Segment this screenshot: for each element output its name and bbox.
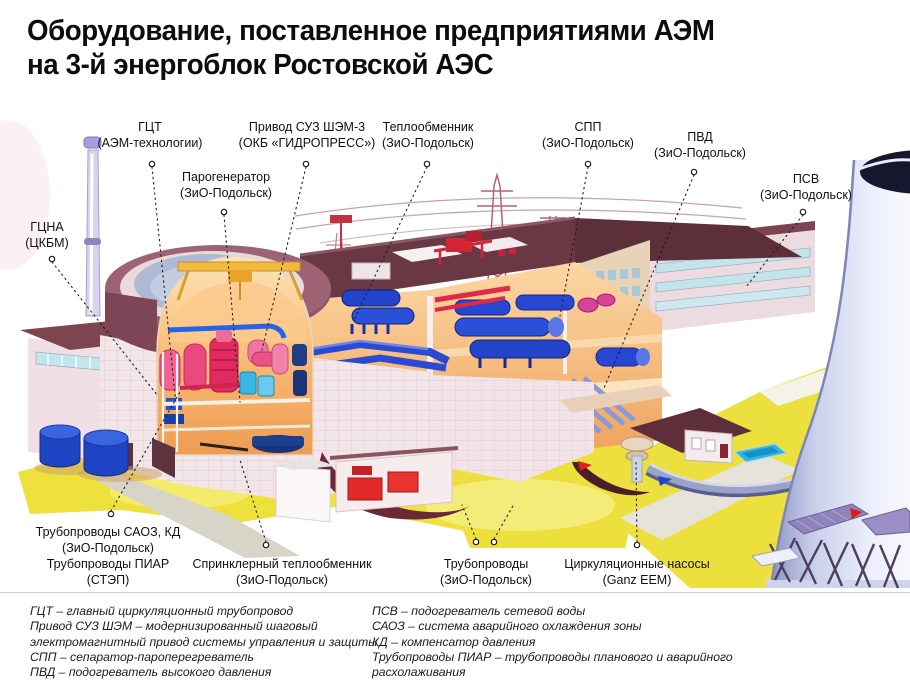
callout-spp: СПП (ЗиО-Подольск): [542, 119, 634, 151]
callout-cirk-nasosy: Циркуляционные насосы (Ganz EEM): [564, 556, 710, 588]
supplier-name: (ЗиО-Подольск): [542, 136, 634, 150]
red-crane-icon: [330, 215, 516, 265]
pump-house: [630, 408, 752, 464]
supplier-name: (ЗиО-Подольск): [62, 541, 154, 555]
equipment-name: ПВД: [687, 130, 713, 144]
equipment-name: ГЦТ: [138, 120, 162, 134]
supplier-name: (ЗиО-Подольск): [180, 186, 272, 200]
legend-line: ПСВ – подогреватель сетевой воды: [372, 604, 586, 618]
pvd-heater-icon: [595, 347, 650, 367]
supplier-name: (ОКБ «ГИДРОПРЕСС»): [238, 136, 376, 150]
sprinkler-building: [329, 446, 459, 513]
circulation-pump-icon: [620, 436, 654, 483]
supplier-name: (ЦКБМ): [25, 236, 69, 250]
equipment-name: Парогенератор: [181, 170, 271, 184]
supplier-name: (ЗиО-Подольск): [654, 146, 746, 160]
callout-gcna: ГЦНА (ЦКБМ): [25, 219, 68, 251]
legend-line: САОЗ – система аварийного охлаждения зон…: [372, 619, 642, 634]
callout-sprinkler: Спринклерный теплообменник (ЗиО-Подольск…: [192, 556, 371, 588]
equipment-name: Теплообменник: [382, 120, 474, 134]
blue-tank-icon: [83, 429, 129, 477]
polar-crane-icon: [176, 261, 304, 301]
supplier-name: (Ganz EEM): [602, 573, 672, 587]
title-line-1: Оборудование, поставленное предприятиями…: [27, 15, 715, 47]
equipment-name: Привод СУЗ ШЭМ-3: [248, 120, 366, 134]
background-smudge: [0, 120, 50, 270]
legend-column-left: ГЦТ – главный циркуляционный трубопровод…: [30, 604, 377, 680]
equipment-name: Трубопроводы ПИАР: [46, 557, 170, 571]
supplier-name: (АЭМ-технологии): [97, 136, 203, 150]
title-line-2: на 3-й энергоблок Ростовской АЭС: [27, 49, 494, 82]
callout-trubo-saoz: Трубопроводы САОЗ, КД (ЗиО-Подольск) Тру…: [36, 524, 181, 588]
legend-column-right: ПСВ – подогреватель сетевой воды САОЗ – …: [372, 604, 733, 680]
legend-line: ПВД – подогреватель высокого давления: [30, 665, 272, 680]
blue-tank-icon: [39, 424, 81, 468]
reactor-vessel-icon: [209, 330, 239, 393]
page-title: Оборудование, поставленное предприятиями…: [27, 14, 715, 82]
callout-line-teploobmennik: [353, 166, 428, 321]
callout-line-gct: [151, 166, 177, 405]
red-arrow-icon: [850, 508, 862, 519]
legend-line: электромагнитный привод системы управлен…: [30, 634, 378, 649]
legend-divider: [0, 592, 910, 593]
callout-line-truboprovody-2: [493, 503, 515, 540]
road-left: [95, 470, 300, 558]
callout-line-privod-suz: [261, 166, 307, 351]
reactor-building: [20, 136, 432, 502]
legend-line: СПП – сепаратор-пароперегреватель: [30, 649, 254, 664]
vent-stack-icon: [83, 136, 102, 317]
cooling-tower: [750, 150, 910, 589]
equipment-name: Циркуляционные насосы: [564, 557, 710, 571]
callout-line-trubo-saoz: [110, 391, 181, 512]
equipment-name: ПСВ: [792, 172, 820, 186]
callout-line-spp: [559, 166, 589, 317]
callout-line-psv: [745, 214, 804, 288]
equipment-name: Трубопроводы: [443, 557, 529, 571]
callout-line-parogenerator: [223, 214, 241, 403]
steam-generator-icon: [159, 339, 289, 391]
heat-exchanger-icon: [341, 289, 415, 334]
supplier-name: (СТЭП): [86, 573, 130, 587]
intake-screens: [786, 503, 910, 536]
equipment-name: Спринклерный теплообменник: [192, 557, 372, 571]
supplier-name: (ЗиО-Подольск): [440, 573, 532, 587]
callout-pvd: ПВД (ЗиО-Подольск): [654, 129, 746, 161]
equipment-name: Трубопроводы САОЗ, КД: [35, 525, 181, 539]
tower-struts: [768, 537, 902, 589]
legend-line: Трубопроводы ПИАР – трубопроводы планово…: [372, 649, 733, 664]
callout-truboprovody: Трубопроводы (ЗиО-Подольск): [440, 556, 532, 588]
callout-line-pvd: [603, 174, 695, 389]
blue-arrow-icon: [658, 476, 672, 486]
spp-separator-icon: [454, 317, 571, 368]
callout-parogenerator: Парогенератор (ЗиО-Подольск): [180, 169, 272, 201]
equipment-name: СПП: [574, 120, 602, 134]
callout-line-sprinkler: [239, 459, 267, 543]
front-buildings: [270, 408, 814, 523]
legend-line: Привод СУЗ ШЭМ – модернизированный шагов…: [30, 619, 318, 634]
legend-line: КД – компенсатор давления: [372, 634, 536, 649]
legend-line: расхолаживания: [372, 665, 466, 680]
callout-dots: [48, 160, 807, 549]
supplier-name: (ЗиО-Подольск): [382, 136, 474, 150]
callout-gct: ГЦТ (АЭМ-технологии): [98, 119, 203, 151]
legend-line: ГЦТ – главный циркуляционный трубопровод: [30, 604, 294, 618]
callout-teploobmennik: Теплообменник (ЗиО-Подольск): [382, 119, 474, 151]
callout-lines: [51, 166, 804, 543]
supplier-name: (ЗиО-Подольск): [760, 188, 852, 202]
equipment-name: ГЦНА: [30, 220, 64, 234]
storage-tanks: [34, 424, 175, 482]
road-center: [620, 454, 800, 540]
callout-psv: ПСВ (ЗиО-Подольск): [760, 171, 852, 203]
callout-line-truboprovody-1: [461, 504, 477, 540]
red-arrow-icon: [578, 461, 592, 471]
supplier-name: (ЗиО-Подольск): [236, 573, 328, 587]
callout-privod-suz: Привод СУЗ ШЭМ-3 (ОКБ «ГИДРОПРЕСС»): [239, 119, 376, 151]
